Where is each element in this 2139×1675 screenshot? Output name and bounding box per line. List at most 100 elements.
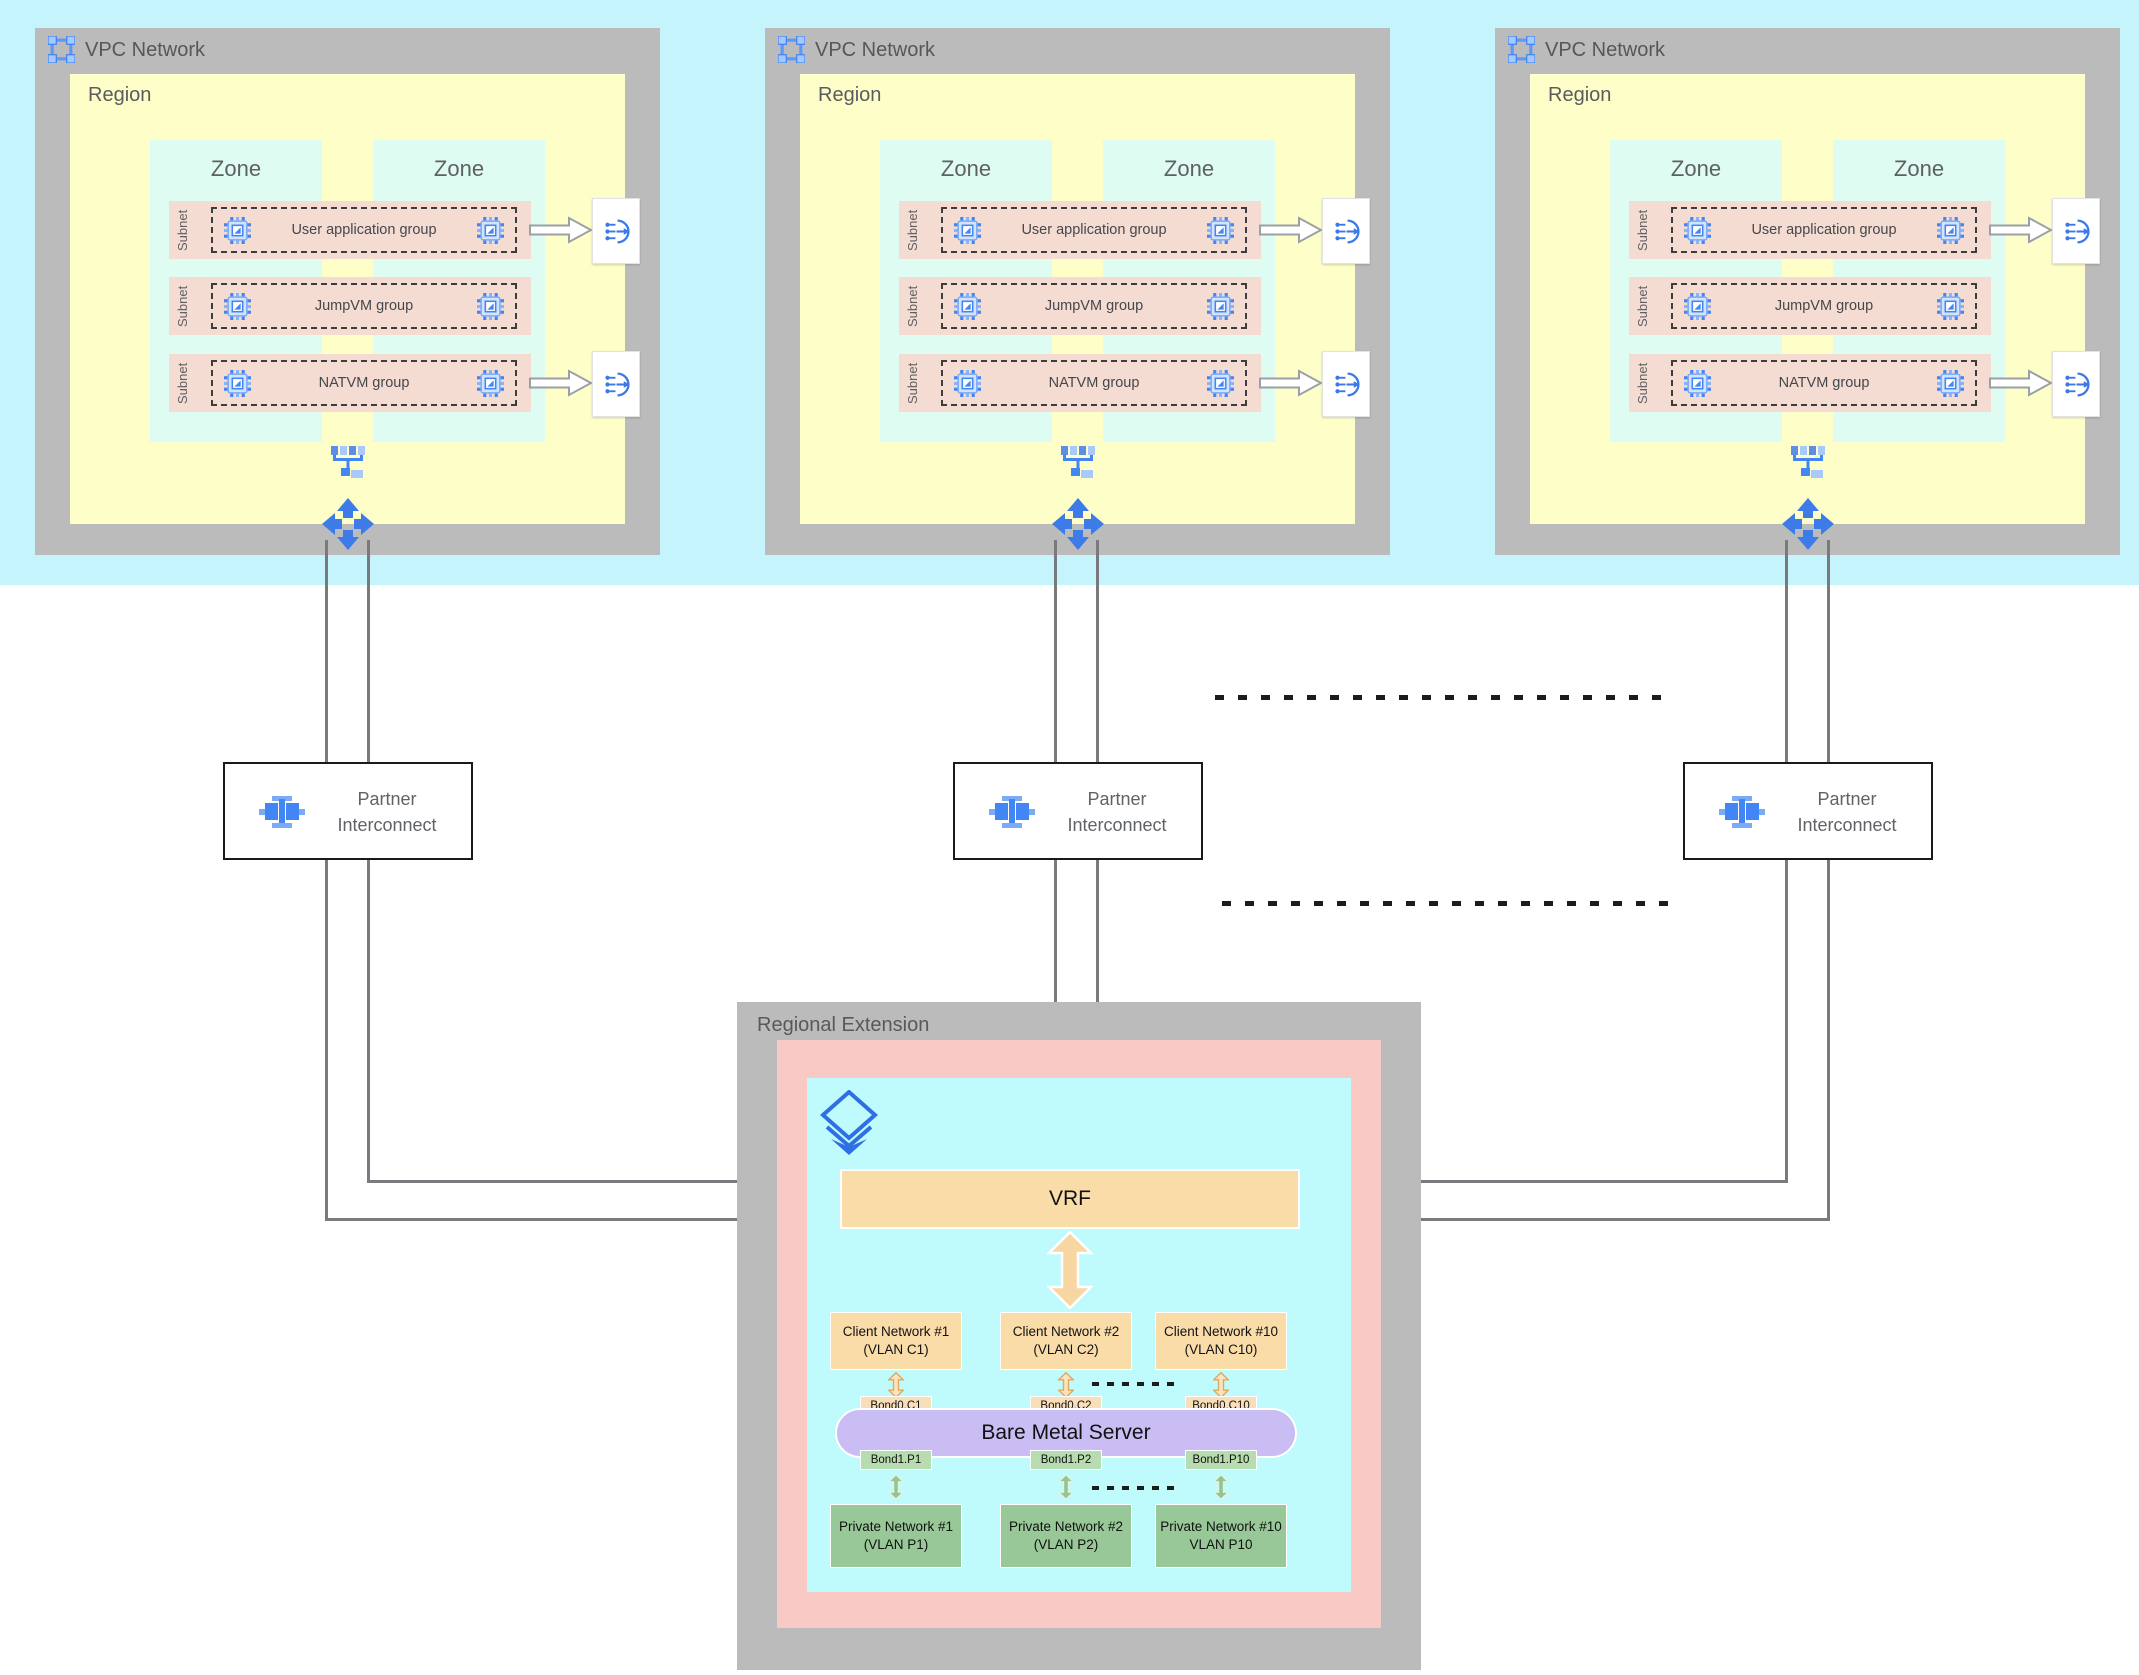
zone-label: Zone <box>1893 156 1945 181</box>
egress-arrow <box>1259 369 1323 397</box>
routing-arrows-icon <box>1052 498 1104 550</box>
zone-label: Zone <box>433 156 485 181</box>
load-balancer-icon <box>604 371 630 397</box>
region-label: Region <box>818 84 882 106</box>
subnet-label: Subnet <box>905 362 920 404</box>
subnet-label: Subnet <box>175 209 190 251</box>
connection-line <box>367 1180 840 1183</box>
vm-instance-icon <box>1936 369 1964 397</box>
vm-instance-icon <box>954 292 981 320</box>
vm-instance-icon <box>954 216 981 244</box>
partner-interconnect-box: Partner Interconnect <box>1683 762 1933 860</box>
instance-group-label: JumpVM group <box>314 298 414 314</box>
vpc-network-icon <box>778 36 805 63</box>
private-bond-arrow <box>1213 1474 1229 1500</box>
connection-line <box>1785 540 1788 762</box>
private-network-vlan: (VLAN P1) <box>863 1537 929 1552</box>
zone-label: Zone <box>1670 156 1722 181</box>
region-label: Region <box>1548 84 1612 106</box>
connection-line <box>1300 1218 1830 1221</box>
connection-line <box>325 860 328 1221</box>
ellipsis-dotted-line <box>1092 1486 1180 1490</box>
load-balancer-icon <box>1334 218 1360 244</box>
vm-instance-icon <box>1206 369 1234 397</box>
instance-group: User application group <box>1671 207 1977 253</box>
private-bond-arrow <box>1058 1474 1074 1500</box>
instance-group-label: NATVM group <box>1778 375 1870 391</box>
subnet-label: Subnet <box>1635 285 1650 327</box>
region-box: Region Zone Zone Subnet User application… <box>1530 74 2085 524</box>
vm-instance-icon <box>954 369 981 397</box>
client-network-vlan: (VLAN C2) <box>1033 1342 1099 1357</box>
private-network-box: Private Network #2 (VLAN P2) <box>1000 1504 1132 1568</box>
client-network-name: Client Network #2 <box>1012 1324 1120 1340</box>
client-network-box: Client Network #2 (VLAN C2) <box>1000 1312 1132 1370</box>
vpc-network-icon <box>1508 36 1535 63</box>
private-network-vlan: VLAN P10 <box>1189 1537 1253 1552</box>
region-box: Region Zone Zone Subnet User application… <box>800 74 1355 524</box>
subnet-band: Subnet User application group <box>899 201 1261 259</box>
vrf-box: VRF <box>840 1169 1300 1229</box>
ellipsis-dotted-line <box>1092 1382 1180 1386</box>
region-label: Region <box>88 84 152 106</box>
private-network-name: Private Network #10 <box>1160 1519 1282 1535</box>
instance-group: User application group <box>211 207 517 253</box>
client-bond-arrow <box>888 1372 904 1398</box>
load-balancer-box <box>592 351 640 417</box>
bond-interface-label: Bond1.P1 <box>860 1450 932 1470</box>
load-balancer-box <box>2052 198 2100 264</box>
instance-group-label: User application group <box>1751 222 1897 238</box>
subnet-band: Subnet JumpVM group <box>899 277 1261 335</box>
partner-interconnect-box: Partner Interconnect <box>223 762 473 860</box>
subnet-label: Subnet <box>905 285 920 327</box>
vpc-network-box: VPC Network Region Zone Zone Subnet User… <box>35 28 660 555</box>
subnet-label: Subnet <box>175 362 190 404</box>
connection-line <box>1827 860 1830 1221</box>
vm-instance-icon <box>224 369 251 397</box>
partner-interconnect-label: Partner Interconnect <box>337 789 437 835</box>
vpc-network-title: VPC Network <box>815 39 936 61</box>
load-balancer-box <box>1322 351 1370 417</box>
private-network-box: Private Network #1 (VLAN P1) <box>830 1504 962 1568</box>
private-network-vlan: (VLAN P2) <box>1033 1537 1099 1552</box>
instance-group-label: User application group <box>1021 222 1167 238</box>
vrf-client-double-arrow <box>1047 1231 1093 1309</box>
partner-interconnect-label: Partner Interconnect <box>1797 789 1897 835</box>
client-network-box: Client Network #10 (VLAN C10) <box>1155 1312 1287 1370</box>
client-network-name: Client Network #1 <box>842 1324 950 1340</box>
load-balancer-icon <box>2064 371 2090 397</box>
subnet-band: Subnet NATVM group <box>1629 354 1991 412</box>
instance-group: NATVM group <box>211 360 517 406</box>
bond-interface-label: Bond1.P2 <box>1030 1450 1102 1470</box>
connection-line <box>1785 860 1788 1183</box>
vpc-network-box: VPC Network Region Zone Zone Subnet User… <box>1495 28 2120 555</box>
vpc-network-box: VPC Network Region Zone Zone Subnet User… <box>765 28 1390 555</box>
vm-instance-icon <box>476 369 504 397</box>
ellipsis-dotted-line <box>1222 901 1674 906</box>
vm-instance-icon <box>1207 216 1234 244</box>
connection-line <box>1096 540 1099 762</box>
vm-instance-icon <box>1684 216 1711 244</box>
vm-instance-icon <box>1206 292 1234 320</box>
client-network-vlan: (VLAN C10) <box>1184 1342 1258 1357</box>
partner-interconnect-label: Partner Interconnect <box>1067 789 1167 835</box>
connection-line <box>1300 1180 1788 1183</box>
zone-label: Zone <box>1163 156 1215 181</box>
instance-group: JumpVM group <box>1671 283 1977 329</box>
load-balancer-icon <box>2064 218 2090 244</box>
vpc-network-icon <box>48 36 75 63</box>
interconnect-icon <box>989 796 1035 828</box>
vm-instance-icon <box>1684 369 1711 397</box>
instance-group-label: JumpVM group <box>1044 298 1144 314</box>
load-balancer-icon <box>1334 371 1360 397</box>
private-network-box: Private Network #10 VLAN P10 <box>1155 1504 1287 1568</box>
client-bond-arrow <box>1058 1372 1074 1398</box>
client-bond-arrow <box>1213 1372 1229 1398</box>
subnet-band: Subnet User application group <box>169 201 531 259</box>
subnet-band: Subnet NATVM group <box>169 354 531 412</box>
instance-group: JumpVM group <box>941 283 1247 329</box>
vm-instance-icon <box>224 216 251 244</box>
connection-line <box>325 1218 840 1221</box>
routing-arrows-icon <box>322 498 374 550</box>
egress-arrow <box>529 216 593 244</box>
